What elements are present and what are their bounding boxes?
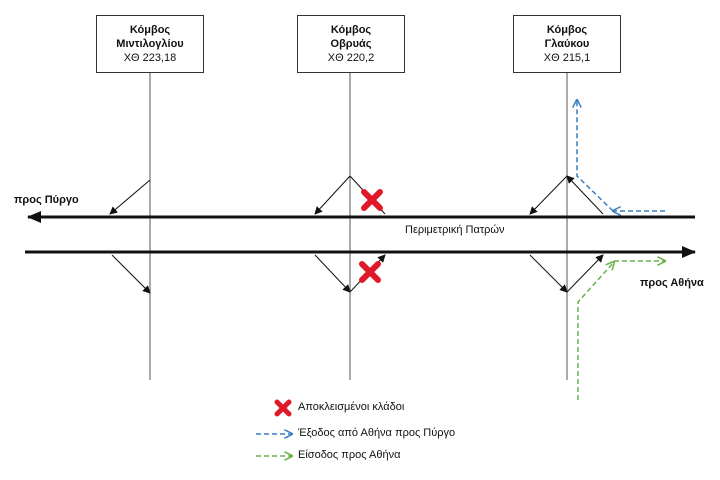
closed-branch-marker-south [359, 261, 381, 283]
node-box-glafkou: Κόμβος Γλαύκου ΧΘ 215,1 [513, 15, 621, 73]
node-km: ΧΘ 215,1 [543, 52, 591, 64]
legend-exit-label: Έξοδος από Αθήνα προς Πύργο [298, 427, 456, 439]
crossing-roads [149, 73, 568, 380]
label-to-pyrgos: προς Πύργο [14, 194, 79, 206]
legend-entry-label: Είσοδος προς Αθήνα [298, 449, 401, 461]
ramp-mintiloglou-south-east [111, 254, 151, 294]
node-box-ovryas: Κόμβος Οβρυάς ΧΘ 220,2 [297, 15, 405, 73]
ramp-glafkou-north-west [529, 175, 568, 215]
node-km: ΧΘ 220,2 [327, 52, 375, 64]
node-place: Γλαύκου [544, 38, 590, 50]
label-to-athens: προς Αθήνα [640, 277, 704, 289]
label-ring-road: Περιμετρική Πατρών [405, 224, 505, 236]
legend-closed-label: Αποκλεισμένοι κλάδοι [298, 401, 405, 413]
ramp-ovryas-south-east [314, 254, 351, 293]
legend-closed-icon [274, 399, 292, 417]
node-place: Οβρυάς [330, 38, 372, 50]
ramp-glafkou-north-exit [566, 175, 604, 215]
route-exit-to-pyrgos [577, 100, 665, 211]
node-box-mintiloglou: Κόμβος Μιντιλογλίου ΧΘ 223,18 [96, 15, 204, 73]
node-title: Κόμβος [129, 24, 171, 36]
node-km: ΧΘ 223,18 [123, 52, 177, 64]
node-title: Κόμβος [546, 24, 588, 36]
ramp-glafkou-south-entry [566, 254, 604, 293]
node-title: Κόμβος [330, 24, 372, 36]
route-entry-to-athens [577, 261, 665, 400]
closed-branch-marker-north [361, 189, 383, 211]
ramp-glafkou-south-east [529, 254, 568, 293]
node-place: Μιντιλογλίου [116, 38, 184, 50]
ramp-mintiloglou-north-west [109, 179, 151, 215]
ramp-ovryas-north-west [314, 175, 351, 215]
